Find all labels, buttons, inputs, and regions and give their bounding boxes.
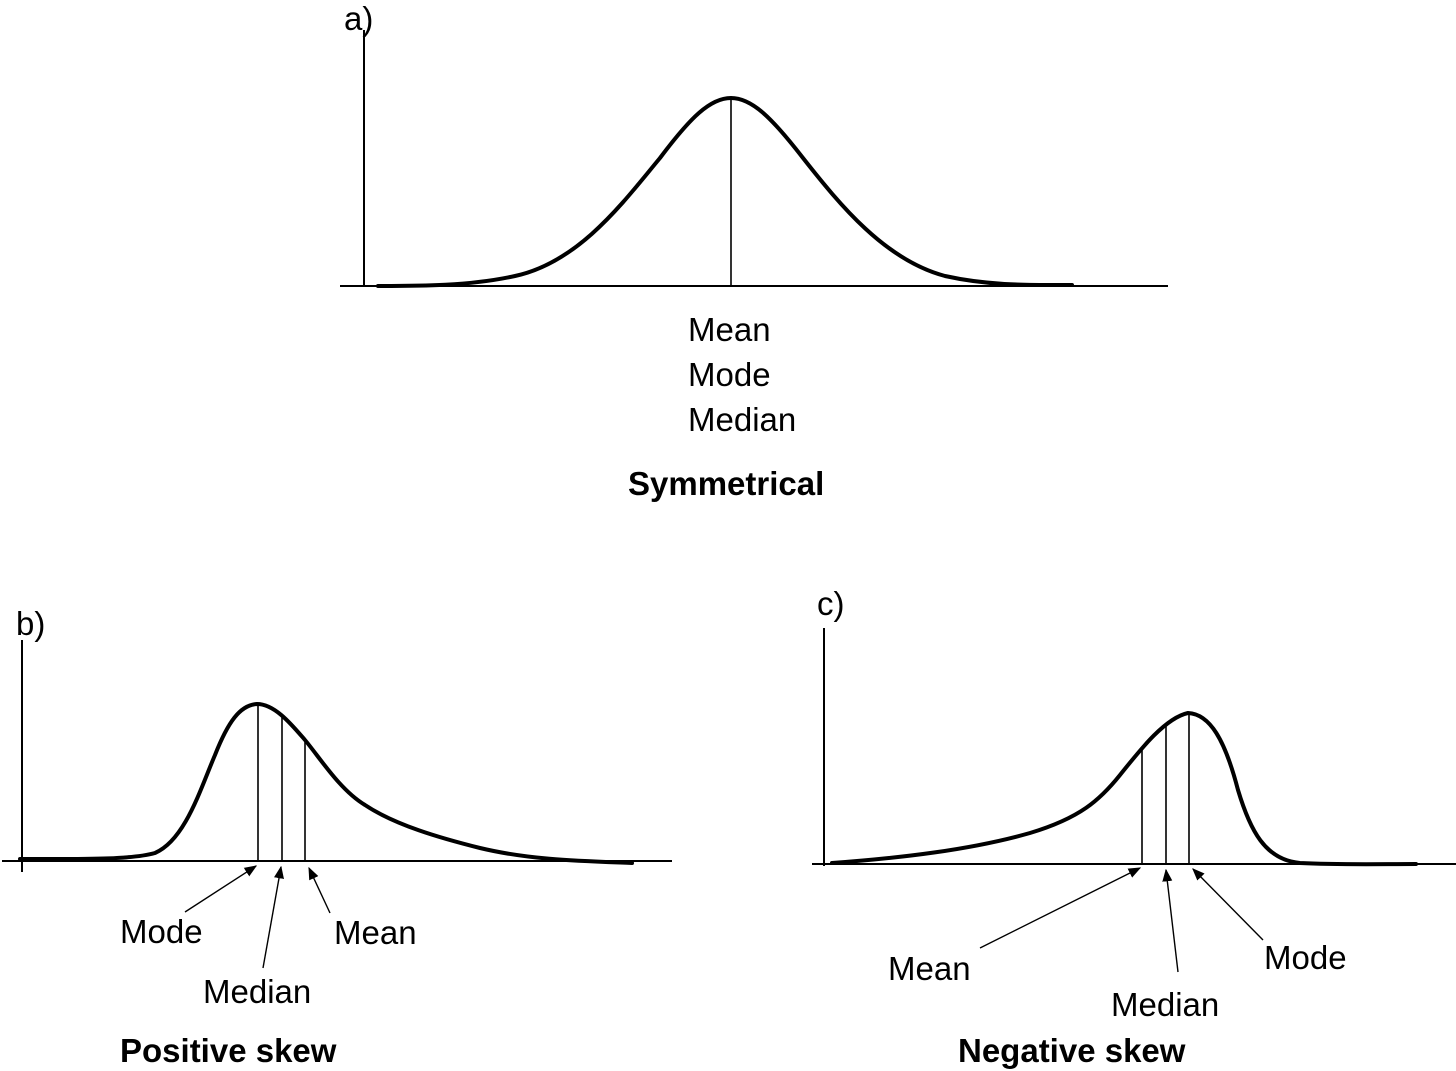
panel-b-median-label: Median	[203, 973, 311, 1010]
panel-a-symmetrical: a) Mean Mode Median Symmetrical	[340, 0, 1168, 502]
panel-b-mean-arrow	[308, 866, 331, 914]
panel-c-title: Negative skew	[958, 1032, 1186, 1069]
panel-a-mean-label: Mean	[688, 311, 771, 348]
panel-c-median-arrow	[1162, 868, 1179, 973]
panel-b-distribution-curve	[18, 702, 634, 865]
panel-b-mean-label: Mean	[334, 914, 417, 951]
panel-a-title: Symmetrical	[628, 465, 824, 502]
panel-c-mean-arrow	[979, 867, 1142, 949]
panel-a-letter: a)	[344, 0, 373, 37]
panel-b-mode-arrow	[184, 865, 258, 913]
panel-c-mode-label: Mode	[1264, 939, 1347, 976]
panel-a-mode-label: Mode	[688, 356, 771, 393]
panel-b-median-arrow	[262, 865, 284, 969]
panel-a-distribution-curve	[376, 96, 1074, 288]
panel-a-median-label: Median	[688, 401, 796, 438]
panel-c-negative-skew: c) Mean Median Mode Negative skew	[812, 585, 1456, 1069]
panel-c-letter: c)	[817, 585, 845, 622]
panel-b-title: Positive skew	[120, 1032, 337, 1069]
panel-c-median-label: Median	[1111, 986, 1219, 1023]
panel-b-positive-skew: b) Mode Mean Median Positive skew	[2, 605, 672, 1069]
panel-c-mean-label: Mean	[888, 950, 971, 987]
panel-c-mode-arrow	[1192, 868, 1264, 941]
panel-b-letter: b)	[16, 605, 45, 642]
panel-c-distribution-curve	[830, 711, 1418, 867]
panel-b-mode-label: Mode	[120, 913, 203, 950]
